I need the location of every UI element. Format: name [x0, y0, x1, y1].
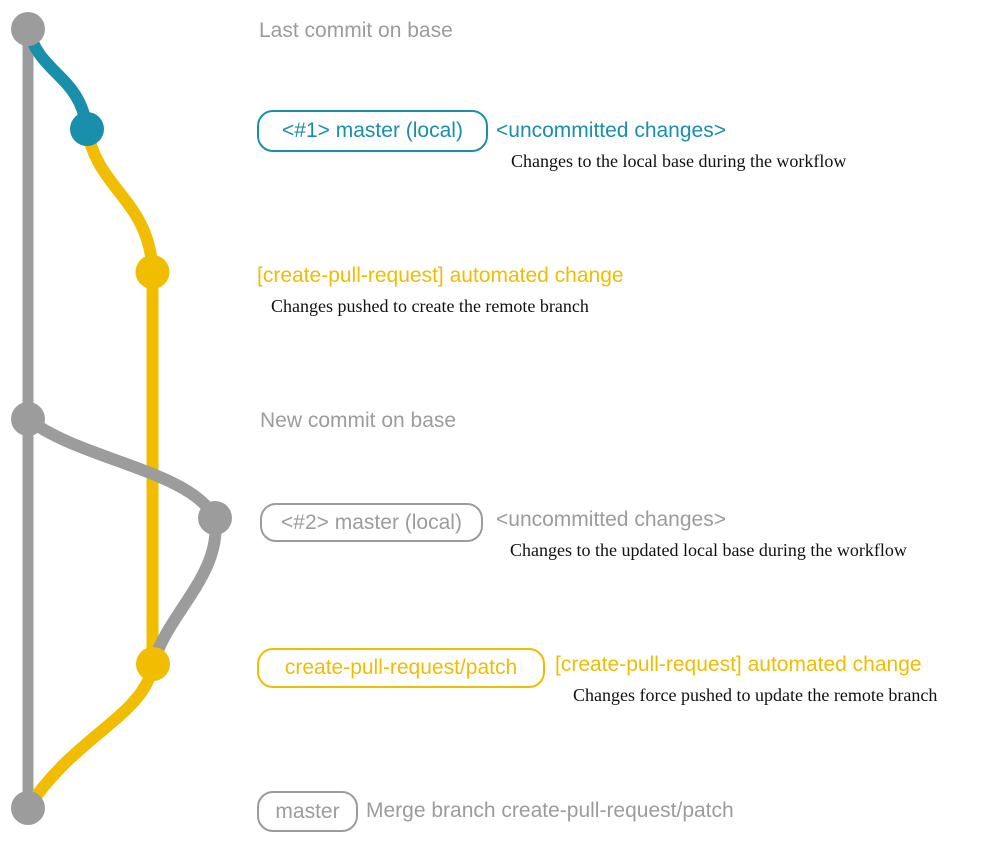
label-automated-change-2: [create-pull-request] automated change	[555, 653, 922, 676]
label-uncommitted-changes-2: <uncommitted changes>	[496, 508, 726, 531]
patch-branch-edge	[81, 123, 159, 278]
label-merge-message: Merge branch create-pull-request/patch	[366, 799, 734, 822]
commit-node-new-base	[11, 402, 45, 436]
branch-badge-master-local-2: <#2> master (local)	[260, 503, 483, 542]
label-uncommitted-changes-1: <uncommitted changes>	[496, 119, 726, 142]
note-automated-change-2: Changes force pushed to update the remot…	[573, 685, 938, 705]
note-uncommitted-changes-1: Changes to the local base during the wor…	[511, 151, 847, 171]
branch-badge-master: master	[257, 791, 358, 832]
commit-node-patch-2	[136, 647, 170, 681]
note-automated-change-1: Changes pushed to create the remote bran…	[271, 296, 589, 316]
note-uncommitted-changes-2: Changes to the updated local base during…	[510, 540, 907, 560]
commit-node-local-master-2	[198, 501, 232, 535]
label-last-commit-on-base: Last commit on base	[259, 19, 453, 42]
commit-node-patch-1	[135, 255, 170, 289]
branch-badge-master-local-1: <#1> master (local)	[257, 110, 488, 152]
commit-node-local-master-1	[70, 112, 104, 146]
label-automated-change-1: [create-pull-request] automated change	[257, 264, 624, 287]
commit-node-last-base	[11, 12, 45, 46]
local-master-2-edge	[22, 413, 221, 524]
branch-badge-create-pull-request-patch: create-pull-request/patch	[257, 648, 545, 688]
local-master-1-edge	[22, 23, 93, 135]
local-master-2-to-patch-edge	[147, 512, 222, 670]
label-new-commit-on-base: New commit on base	[260, 409, 457, 432]
commit-node-merge	[11, 791, 45, 825]
patch-merge-edge	[22, 658, 159, 814]
